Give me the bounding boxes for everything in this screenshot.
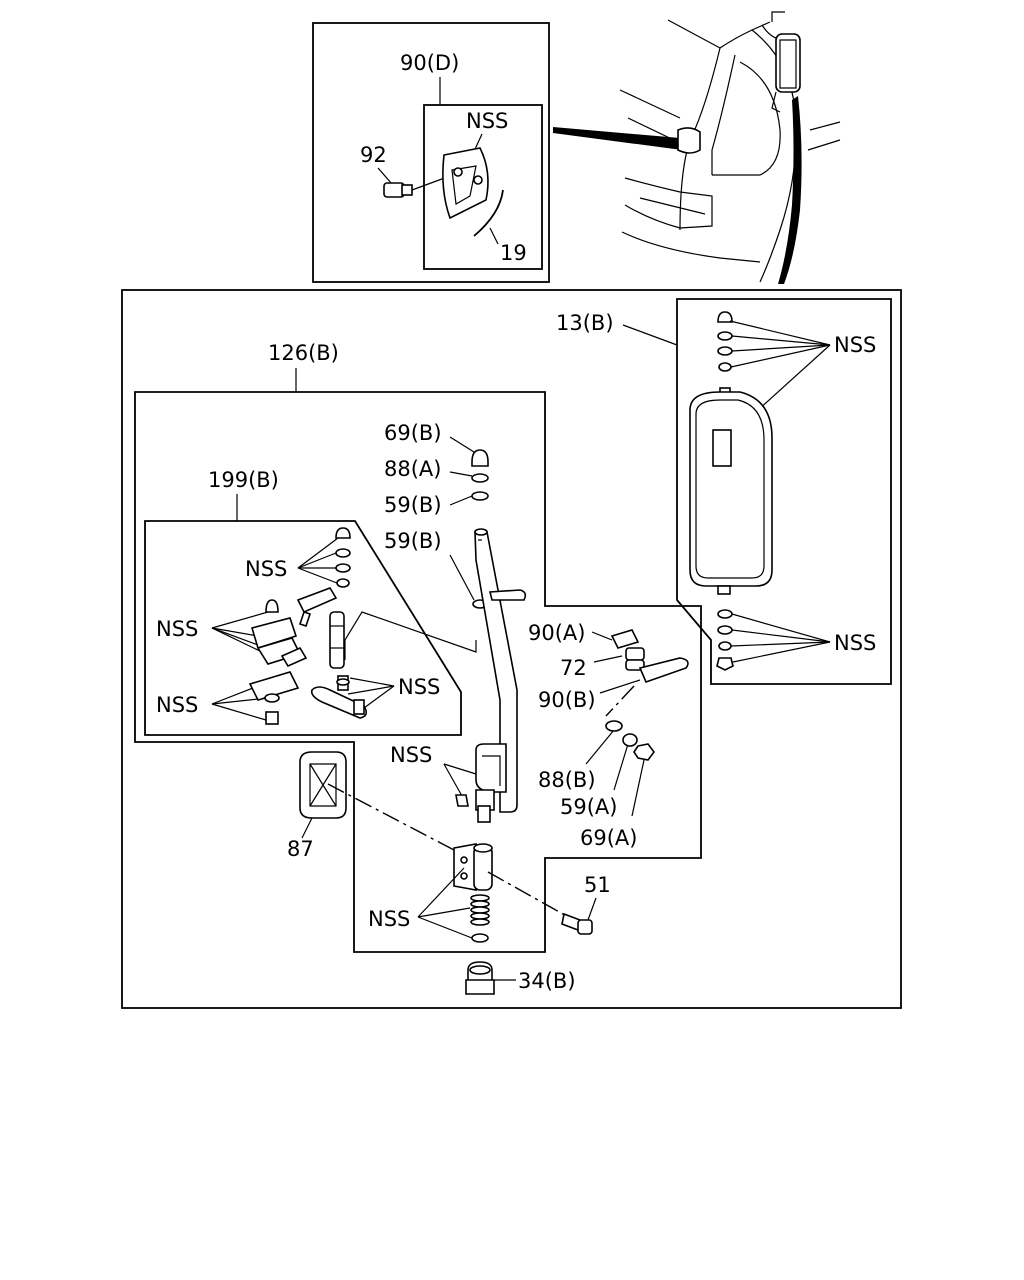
label-69b: 69(B) bbox=[384, 421, 442, 445]
label-nss-199b-top: NSS bbox=[245, 557, 287, 581]
cover-87-icon bbox=[299, 751, 347, 819]
bushing-34b-icon bbox=[465, 961, 495, 995]
base-bracket-icon bbox=[453, 843, 493, 891]
label-90b: 90(B) bbox=[538, 688, 596, 712]
cover-87-group: 87 bbox=[287, 751, 455, 861]
label-90a: 90(A) bbox=[528, 621, 585, 645]
inset-inner-frame bbox=[423, 104, 543, 270]
assembly-199b-group: 199(B) NSS NSS bbox=[144, 468, 477, 736]
assembly-199b-frame bbox=[144, 520, 462, 736]
main-frame bbox=[121, 289, 902, 1009]
label-126b: 126(B) bbox=[268, 341, 339, 365]
inset-outer-frame bbox=[312, 22, 550, 283]
label-88b: 88(B) bbox=[538, 768, 596, 792]
label-69a: 69(A) bbox=[580, 826, 637, 850]
label-19: 19 bbox=[500, 241, 527, 265]
label-13b: 13(B) bbox=[556, 311, 614, 335]
label-nss-pin: NSS bbox=[390, 743, 432, 767]
label-72: 72 bbox=[560, 656, 587, 680]
assembly-low-parts-icon bbox=[248, 671, 300, 725]
bracket-nss-icon bbox=[442, 147, 489, 220]
bracket-90a-72-90b-icon bbox=[610, 629, 689, 684]
bolt-51-icon bbox=[561, 912, 593, 935]
label-59b-top: 59(B) bbox=[384, 493, 442, 517]
label-59b-mid: 59(B) bbox=[384, 529, 442, 553]
label-nss-199b-right: NSS bbox=[398, 675, 440, 699]
stay-126b-frame bbox=[134, 391, 702, 953]
stay-top-hardware-icon bbox=[471, 449, 489, 609]
mirror-bottom-hardware-icon bbox=[716, 609, 734, 671]
label-nss-13b-bottom: NSS bbox=[834, 631, 876, 655]
label-88a: 88(A) bbox=[384, 457, 441, 481]
assembly-bracket-icon bbox=[296, 587, 345, 669]
label-87: 87 bbox=[287, 837, 314, 861]
inset-90d-group: 90(D) 92 NSS 19 bbox=[312, 22, 550, 283]
stay-126b-group: 126(B) 69(B) 88(A) 59(B) 59(B) NS bbox=[134, 341, 702, 953]
right-washers-nut-icon bbox=[605, 720, 655, 761]
mirror-13b-frame bbox=[676, 298, 892, 685]
spring-icon bbox=[470, 894, 490, 943]
label-nss-199b-low: NSS bbox=[156, 693, 198, 717]
assembly-mid-parts-icon bbox=[250, 599, 308, 668]
assembly-lever-icon bbox=[310, 675, 368, 719]
mirror-head-icon bbox=[689, 391, 773, 595]
bolt-51-group: 51 bbox=[487, 871, 611, 935]
label-51: 51 bbox=[584, 873, 611, 897]
label-199b: 199(B) bbox=[208, 468, 279, 492]
label-nss-13b-top: NSS bbox=[834, 333, 876, 357]
mirror-top-hardware-icon bbox=[717, 311, 733, 401]
label-nss-spring: NSS bbox=[368, 907, 410, 931]
mirror-13b-group: 13(B) NSS NSS bbox=[556, 298, 892, 685]
label-90d: 90(D) bbox=[400, 51, 459, 75]
label-nss-199b-mid: NSS bbox=[156, 617, 198, 641]
label-59a: 59(A) bbox=[560, 795, 617, 819]
label-34b: 34(B) bbox=[518, 969, 576, 993]
label-nss-inset: NSS bbox=[466, 109, 508, 133]
assembly-top-hardware-icon bbox=[335, 527, 351, 588]
pin-icon bbox=[455, 794, 469, 807]
strip-19-icon bbox=[473, 189, 504, 237]
bolt-92-icon bbox=[383, 175, 451, 198]
stay-arm-icon bbox=[474, 528, 527, 823]
vehicle-cab-sketch bbox=[553, 11, 841, 284]
label-92: 92 bbox=[360, 143, 387, 167]
bushing-34b-group: 34(B) bbox=[465, 961, 576, 995]
